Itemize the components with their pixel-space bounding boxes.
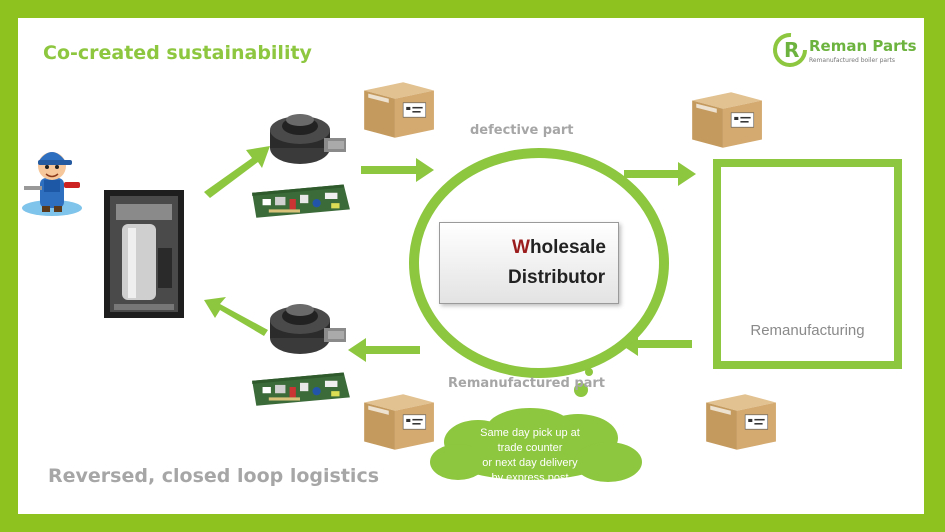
boiler-icon bbox=[104, 190, 184, 318]
footer-title: Reversed, closed loop logistics bbox=[48, 465, 380, 487]
arrow-icon bbox=[204, 146, 270, 198]
delivery-note-line-1: Same day pick up at bbox=[480, 427, 580, 439]
circuit-board-icon bbox=[252, 184, 350, 218]
hub-initial: W bbox=[512, 237, 530, 258]
plumber-icon bbox=[22, 152, 82, 216]
hub-line-1: Wholesale bbox=[512, 237, 606, 259]
remanufactured-part-label: Remanufactured part bbox=[448, 376, 606, 391]
delivery-note-line-2: trade counter bbox=[497, 442, 563, 454]
remanufacturing-label: Remanufacturing bbox=[750, 322, 865, 339]
slide: Co-created sustainability R Reman Parts … bbox=[18, 18, 924, 514]
box-icon bbox=[363, 393, 435, 451]
arrow-icon bbox=[624, 162, 696, 186]
cloud-icon bbox=[430, 368, 642, 482]
box-icon bbox=[691, 91, 763, 149]
box-icon bbox=[363, 81, 435, 139]
box-icon bbox=[705, 393, 777, 451]
hub-line-2: Distributor bbox=[508, 267, 606, 288]
logo-tagline: Remanufactured boiler parts bbox=[809, 57, 896, 64]
logo-mark-icon: R bbox=[773, 32, 807, 67]
circuit-board-icon bbox=[252, 372, 350, 406]
arrow-icon bbox=[620, 332, 692, 356]
hub-line-1-rest: holesale bbox=[529, 237, 606, 258]
logo-name: Reman Parts bbox=[809, 37, 917, 55]
arrow-icon bbox=[204, 297, 268, 336]
fan-icon bbox=[270, 114, 346, 164]
delivery-note-line-4: by express post bbox=[491, 472, 569, 484]
arrow-icon bbox=[348, 338, 420, 362]
slide-title: Co-created sustainability bbox=[43, 42, 312, 64]
reman-parts-logo: R Reman Parts Remanufactured boiler part… bbox=[773, 32, 924, 72]
arrow-icon bbox=[361, 158, 434, 182]
loop-ring bbox=[409, 148, 669, 378]
wholesale-distributor-box: Wholesale Distributor bbox=[439, 222, 619, 304]
defective-part-label: defective part bbox=[470, 123, 574, 138]
fan-icon bbox=[270, 304, 346, 354]
logo-mark-letter: R bbox=[784, 38, 799, 62]
delivery-note: Same day pick up at trade counter or nex… bbox=[450, 426, 610, 486]
delivery-note-line-3: or next day delivery bbox=[482, 457, 578, 469]
remanufacturing-panel: Remanufacturing bbox=[713, 159, 902, 369]
